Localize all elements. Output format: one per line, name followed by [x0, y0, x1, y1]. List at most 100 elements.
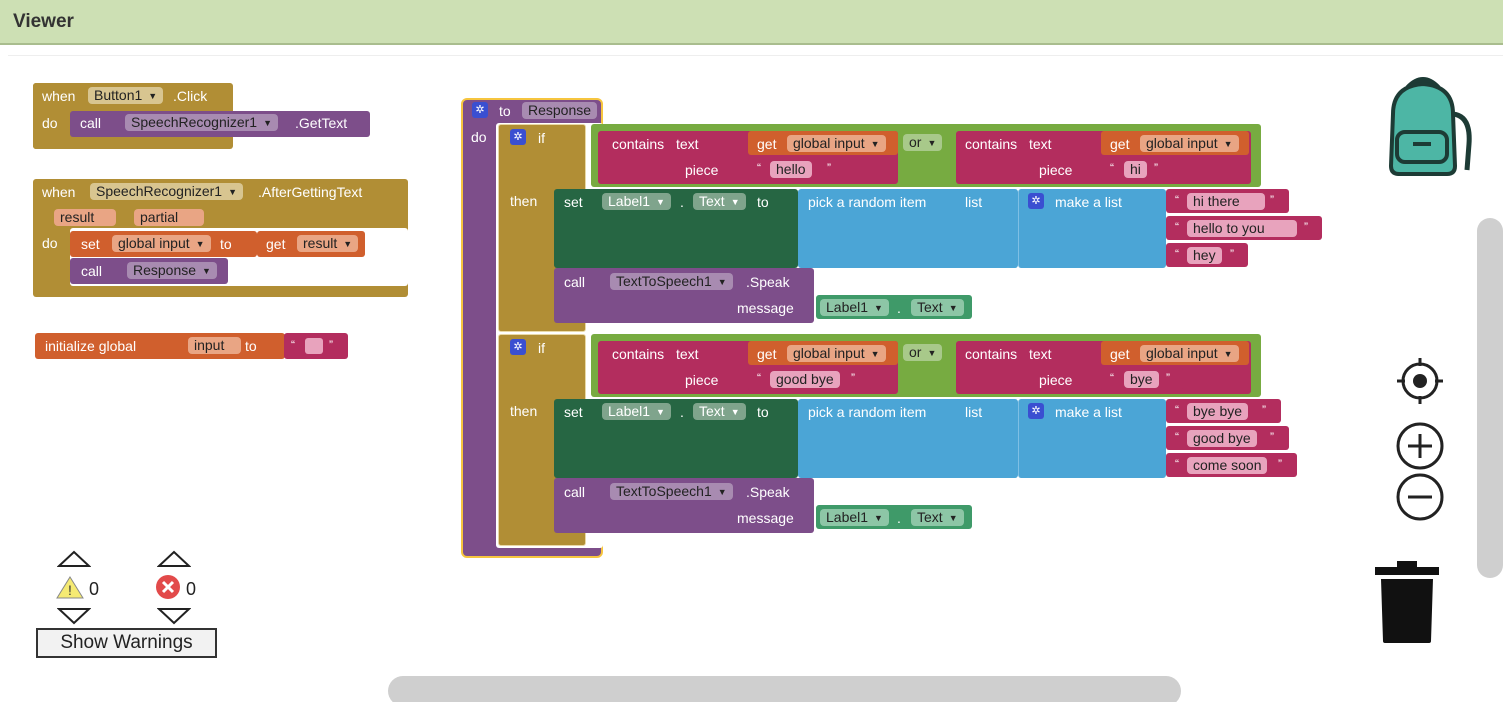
svg-text:!: ! — [68, 582, 72, 598]
gear-icon[interactable]: ✲ — [1028, 403, 1044, 419]
logic-op-dropdown[interactable]: or▼ — [903, 344, 943, 361]
property-dropdown[interactable]: Text▼ — [911, 509, 964, 526]
message-label: message — [737, 300, 794, 316]
quote-right: ” — [1166, 371, 1170, 385]
variable-dropdown[interactable]: global input▼ — [787, 345, 886, 362]
error-icon — [156, 575, 180, 599]
component-dropdown[interactable]: Label1▼ — [820, 509, 889, 526]
initialize-global-block[interactable] — [35, 333, 285, 359]
property-dropdown[interactable]: Text▼ — [911, 299, 964, 316]
error-count: 0 — [186, 579, 197, 599]
quote-left: “ — [757, 371, 761, 385]
center-icon[interactable] — [1395, 356, 1445, 406]
set-label-text-block[interactable] — [554, 189, 798, 268]
procedure-dropdown[interactable]: Response▼ — [127, 262, 217, 279]
quote-right: ” — [1278, 457, 1282, 471]
warning-icon: ! — [56, 576, 84, 599]
text-field[interactable]: hey — [1187, 247, 1222, 264]
component-dropdown[interactable]: Label1▼ — [602, 403, 671, 420]
warnings-down-arrow-icon[interactable] — [57, 607, 91, 625]
gear-icon[interactable]: ✲ — [510, 339, 526, 355]
quote-left: “ — [1110, 161, 1114, 175]
pick-random-label: pick a random item — [808, 404, 927, 420]
variable-dropdown[interactable]: global input▼ — [1140, 135, 1239, 152]
get-keyword: get — [757, 346, 777, 362]
contains-keyword: contains — [965, 346, 1018, 362]
text-field[interactable]: bye bye — [1187, 403, 1249, 420]
make-list-label: make a list — [1055, 404, 1122, 420]
pick-random-item-block[interactable] — [798, 399, 1018, 478]
param-partial[interactable]: partial — [134, 209, 204, 226]
param-result[interactable]: result — [54, 209, 116, 226]
component-dropdown[interactable]: Label1▼ — [602, 193, 671, 210]
text-label: text — [676, 346, 699, 362]
empty-text-field[interactable] — [305, 338, 323, 354]
pick-random-item-block[interactable] — [798, 189, 1018, 268]
vertical-scrollbar[interactable] — [1477, 218, 1503, 578]
zoom-out-icon[interactable] — [1395, 472, 1445, 522]
quote-right: ” — [1154, 161, 1158, 175]
variable-dropdown[interactable]: global input▼ — [1140, 345, 1239, 362]
list-label: list — [965, 404, 983, 420]
gear-icon[interactable]: ✲ — [472, 102, 488, 118]
errors-down-arrow-icon[interactable] — [157, 607, 191, 625]
when-keyword: when — [42, 184, 76, 200]
trash-icon[interactable] — [1373, 559, 1443, 644]
component-dropdown[interactable]: SpeechRecognizer1▼ — [90, 183, 244, 200]
text-field[interactable]: hi — [1124, 161, 1147, 178]
initialize-global-label: initialize global — [45, 338, 137, 354]
quote-left: “ — [1175, 403, 1179, 417]
text-field[interactable]: hello — [770, 161, 812, 178]
horizontal-scrollbar[interactable] — [388, 676, 1181, 702]
gear-icon[interactable]: ✲ — [510, 129, 526, 145]
method-name: .Speak — [746, 484, 790, 500]
quote-right: ” — [1270, 430, 1274, 444]
quote-left: “ — [1175, 430, 1179, 444]
method-name: .GetText — [295, 115, 348, 131]
warning-count: 0 — [89, 579, 100, 599]
set-label-text-block[interactable] — [554, 399, 798, 478]
property-dropdown[interactable]: Text▼ — [693, 193, 746, 210]
variable-dropdown[interactable]: result▼ — [297, 235, 359, 252]
text-field[interactable]: bye — [1124, 371, 1159, 388]
call-keyword: call — [564, 274, 586, 290]
dot-separator: . — [897, 510, 901, 526]
text-field[interactable]: good bye — [770, 371, 840, 388]
viewer-header: Viewer — [0, 0, 1503, 45]
component-dropdown[interactable]: TextToSpeech1▼ — [610, 273, 733, 290]
component-dropdown[interactable]: TextToSpeech1▼ — [610, 483, 733, 500]
do-keyword: do — [471, 129, 487, 145]
make-list-label: make a list — [1055, 194, 1122, 210]
show-warnings-button[interactable]: Show Warnings — [36, 628, 217, 658]
component-dropdown[interactable]: Label1▼ — [820, 299, 889, 316]
global-name-field[interactable]: input — [188, 337, 241, 354]
gear-icon[interactable]: ✲ — [1028, 193, 1044, 209]
component-dropdown[interactable]: SpeechRecognizer1▼ — [125, 114, 279, 131]
get-keyword: get — [1110, 136, 1130, 152]
call-keyword: call — [80, 115, 102, 131]
zoom-in-icon[interactable] — [1395, 421, 1445, 471]
message-label: message — [737, 510, 794, 526]
text-field[interactable]: good bye — [1187, 430, 1257, 447]
warnings-up-arrow-icon[interactable] — [57, 550, 91, 568]
text-field[interactable]: come soon — [1187, 457, 1268, 474]
text-field[interactable]: hi there — [1187, 193, 1265, 210]
text-field[interactable]: hello to you — [1187, 220, 1297, 237]
logic-op-dropdown[interactable]: or▼ — [903, 134, 943, 151]
variable-dropdown[interactable]: global input▼ — [787, 135, 886, 152]
method-name: .Speak — [746, 274, 790, 290]
piece-label: piece — [1039, 162, 1073, 178]
component-dropdown[interactable]: Button1▼ — [88, 87, 164, 104]
errors-up-arrow-icon[interactable] — [157, 550, 191, 568]
event-name: .AfterGettingText — [258, 184, 363, 200]
blocks-workspace[interactable]: when Button1▼ .Click do call SpeechRecog… — [8, 55, 1503, 702]
get-keyword: get — [757, 136, 777, 152]
procedure-name-field[interactable]: Response — [522, 102, 598, 119]
backpack-icon[interactable] — [1373, 74, 1475, 179]
variable-dropdown[interactable]: global input▼ — [112, 235, 211, 252]
quote-left: “ — [1175, 247, 1179, 261]
quote-right: ” — [1304, 220, 1308, 234]
property-dropdown[interactable]: Text▼ — [693, 403, 746, 420]
quote-right: ” — [1262, 403, 1266, 417]
pick-random-label: pick a random item — [808, 194, 927, 210]
